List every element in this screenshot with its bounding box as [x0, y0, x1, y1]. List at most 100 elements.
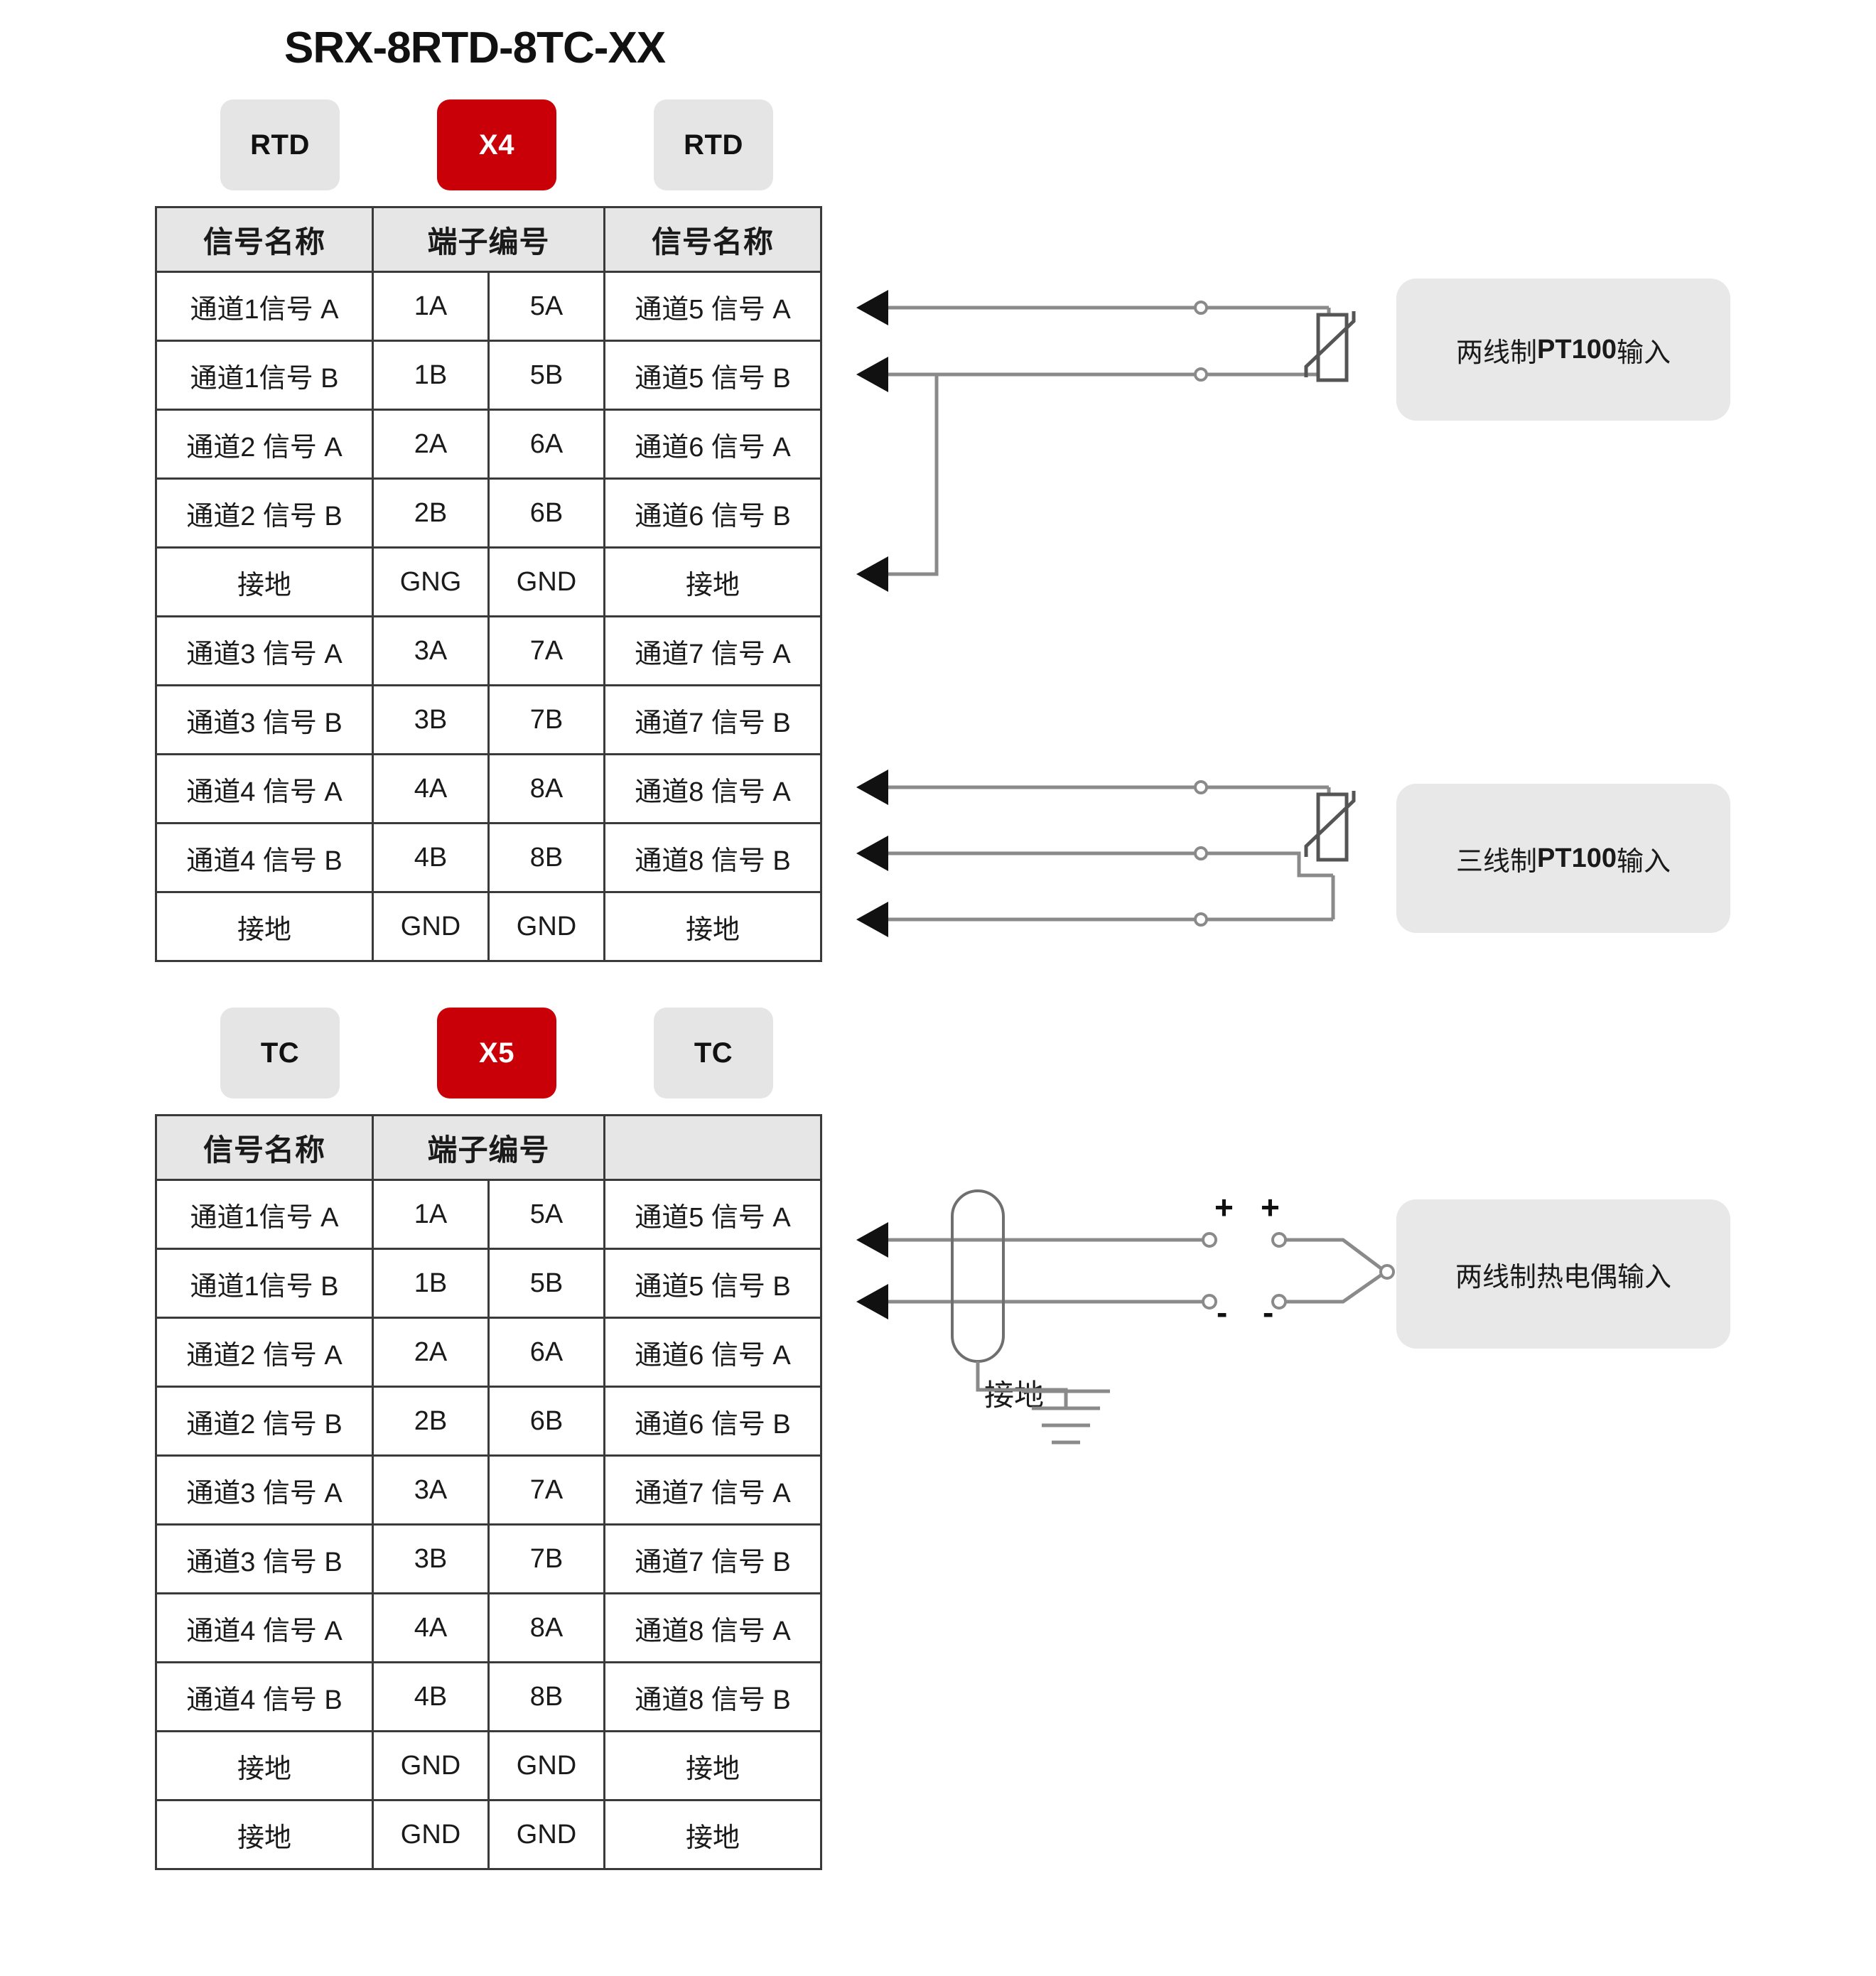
cell-terminal-right: 8B [487, 822, 605, 893]
pt100-3wire-wiring [856, 770, 1335, 937]
cell-signal-left: 通道2 信号 B [155, 477, 374, 549]
cell-terminal-right: 7B [487, 684, 605, 755]
cell-terminal-right: 5B [487, 1248, 605, 1319]
cell-terminal-left: 2B [372, 1386, 490, 1457]
cell-terminal-left: 1A [372, 1179, 490, 1250]
cell-signal-right: 通道8 信号 B [603, 1661, 822, 1732]
info-pt100-3wire-suffix: 输入 [1616, 846, 1671, 877]
cell-signal-left: 接地 [155, 891, 374, 962]
cell-terminal-left: GND [372, 1799, 490, 1870]
tc-plus-marker-inner: + [1214, 1189, 1234, 1226]
cell-signal-left: 通道1信号 A [155, 1179, 374, 1250]
cell-terminal-right: 8A [487, 1592, 605, 1663]
pt100-2wire-resistor-icon [1304, 311, 1356, 382]
cell-terminal-left: 4B [372, 822, 490, 893]
cell-signal-right: 接地 [603, 891, 822, 962]
cell-terminal-right: GND [487, 1730, 605, 1801]
info-pt100-2wire: 两线制 PT100 输入 [1396, 279, 1730, 421]
rtd-badge-row: RTD X4 RTD [220, 99, 773, 190]
tc-junction-dot [1379, 1264, 1395, 1280]
cell-terminal-left: 2B [372, 477, 490, 549]
info-pt100-3wire: 三线制 PT100 输入 [1396, 784, 1730, 933]
cell-terminal-left: GNG [372, 546, 490, 617]
header-terminal-number: 端子编号 [372, 1114, 605, 1181]
tc-badge-row: TC X5 TC [220, 1008, 773, 1098]
cell-signal-right: 通道6 信号 A [603, 1317, 822, 1388]
pt100-3wire-resistor-icon [1304, 791, 1356, 862]
cell-signal-left: 通道4 信号 B [155, 822, 374, 893]
cell-signal-left: 通道1信号 B [155, 340, 374, 411]
cell-terminal-left: 4B [372, 1661, 490, 1732]
cell-terminal-left: GND [372, 891, 490, 962]
info-pt100-3wire-prefix: 三线制 [1456, 846, 1538, 877]
terminal-dot [1194, 912, 1208, 927]
cell-terminal-left: 3B [372, 1523, 490, 1594]
cell-terminal-left: GND [372, 1730, 490, 1801]
tc-2wire-wiring [856, 1222, 1387, 1319]
info-tc-2wire: 两线制热电偶输入 [1396, 1199, 1730, 1349]
cell-signal-right: 通道8 信号 B [603, 822, 822, 893]
cell-signal-left: 通道3 信号 B [155, 684, 374, 755]
cell-signal-left: 接地 [155, 1799, 374, 1870]
header-blank-right [603, 1114, 822, 1181]
cell-signal-right: 通道8 信号 A [603, 1592, 822, 1663]
cell-signal-right: 通道7 信号 A [603, 615, 822, 686]
cell-terminal-left: 3B [372, 684, 490, 755]
info-tc-2wire-label: 两线制热电偶输入 [1455, 1262, 1671, 1292]
cell-terminal-left: 2A [372, 409, 490, 480]
cell-terminal-left: 1B [372, 340, 490, 411]
cell-signal-left: 通道1信号 B [155, 1248, 374, 1319]
cell-terminal-right: 6B [487, 477, 605, 549]
cell-signal-left: 通道3 信号 B [155, 1523, 374, 1594]
cell-signal-right: 通道7 信号 B [603, 1523, 822, 1594]
header-signal-name-left: 信号名称 [155, 206, 374, 273]
cell-signal-right: 通道6 信号 B [603, 1386, 822, 1457]
cell-signal-right: 通道5 信号 B [603, 1248, 822, 1319]
header-terminal-number: 端子编号 [372, 206, 605, 273]
info-pt100-2wire-bold: PT100 [1537, 334, 1617, 365]
terminal-dot [1194, 301, 1208, 315]
tc-minus-marker-outer: - [1263, 1294, 1274, 1331]
cell-signal-right: 通道5 信号 A [603, 1179, 822, 1250]
cell-terminal-right: 5A [487, 1179, 605, 1250]
info-pt100-3wire-bold: PT100 [1537, 843, 1617, 873]
cell-signal-left: 通道4 信号 A [155, 1592, 374, 1663]
cell-signal-right: 通道5 信号 A [603, 271, 822, 342]
cell-terminal-right: 8B [487, 1661, 605, 1732]
tc-ground-label: 接地 [984, 1378, 1045, 1412]
badge-rtd-left: RTD [220, 99, 340, 190]
cell-signal-right: 接地 [603, 1799, 822, 1870]
cell-signal-left: 通道4 信号 B [155, 1661, 374, 1732]
cell-terminal-right: 6B [487, 1386, 605, 1457]
pt100-2wire-wiring [856, 290, 1331, 592]
terminal-dot [1194, 780, 1208, 794]
terminal-dot [1202, 1294, 1217, 1310]
cell-terminal-right: 7B [487, 1523, 605, 1594]
cell-signal-left: 通道3 信号 A [155, 1454, 374, 1526]
badge-x5: X5 [437, 1008, 556, 1098]
info-pt100-2wire-suffix: 输入 [1616, 338, 1671, 368]
cell-terminal-left: 4A [372, 1592, 490, 1663]
cell-terminal-right: 7A [487, 1454, 605, 1526]
terminal-dot [1202, 1232, 1217, 1248]
table-header-row: 信号名称 端子编号 信号名称 [155, 206, 822, 273]
cell-signal-left: 接地 [155, 546, 374, 617]
cell-signal-left: 通道1信号 A [155, 271, 374, 342]
